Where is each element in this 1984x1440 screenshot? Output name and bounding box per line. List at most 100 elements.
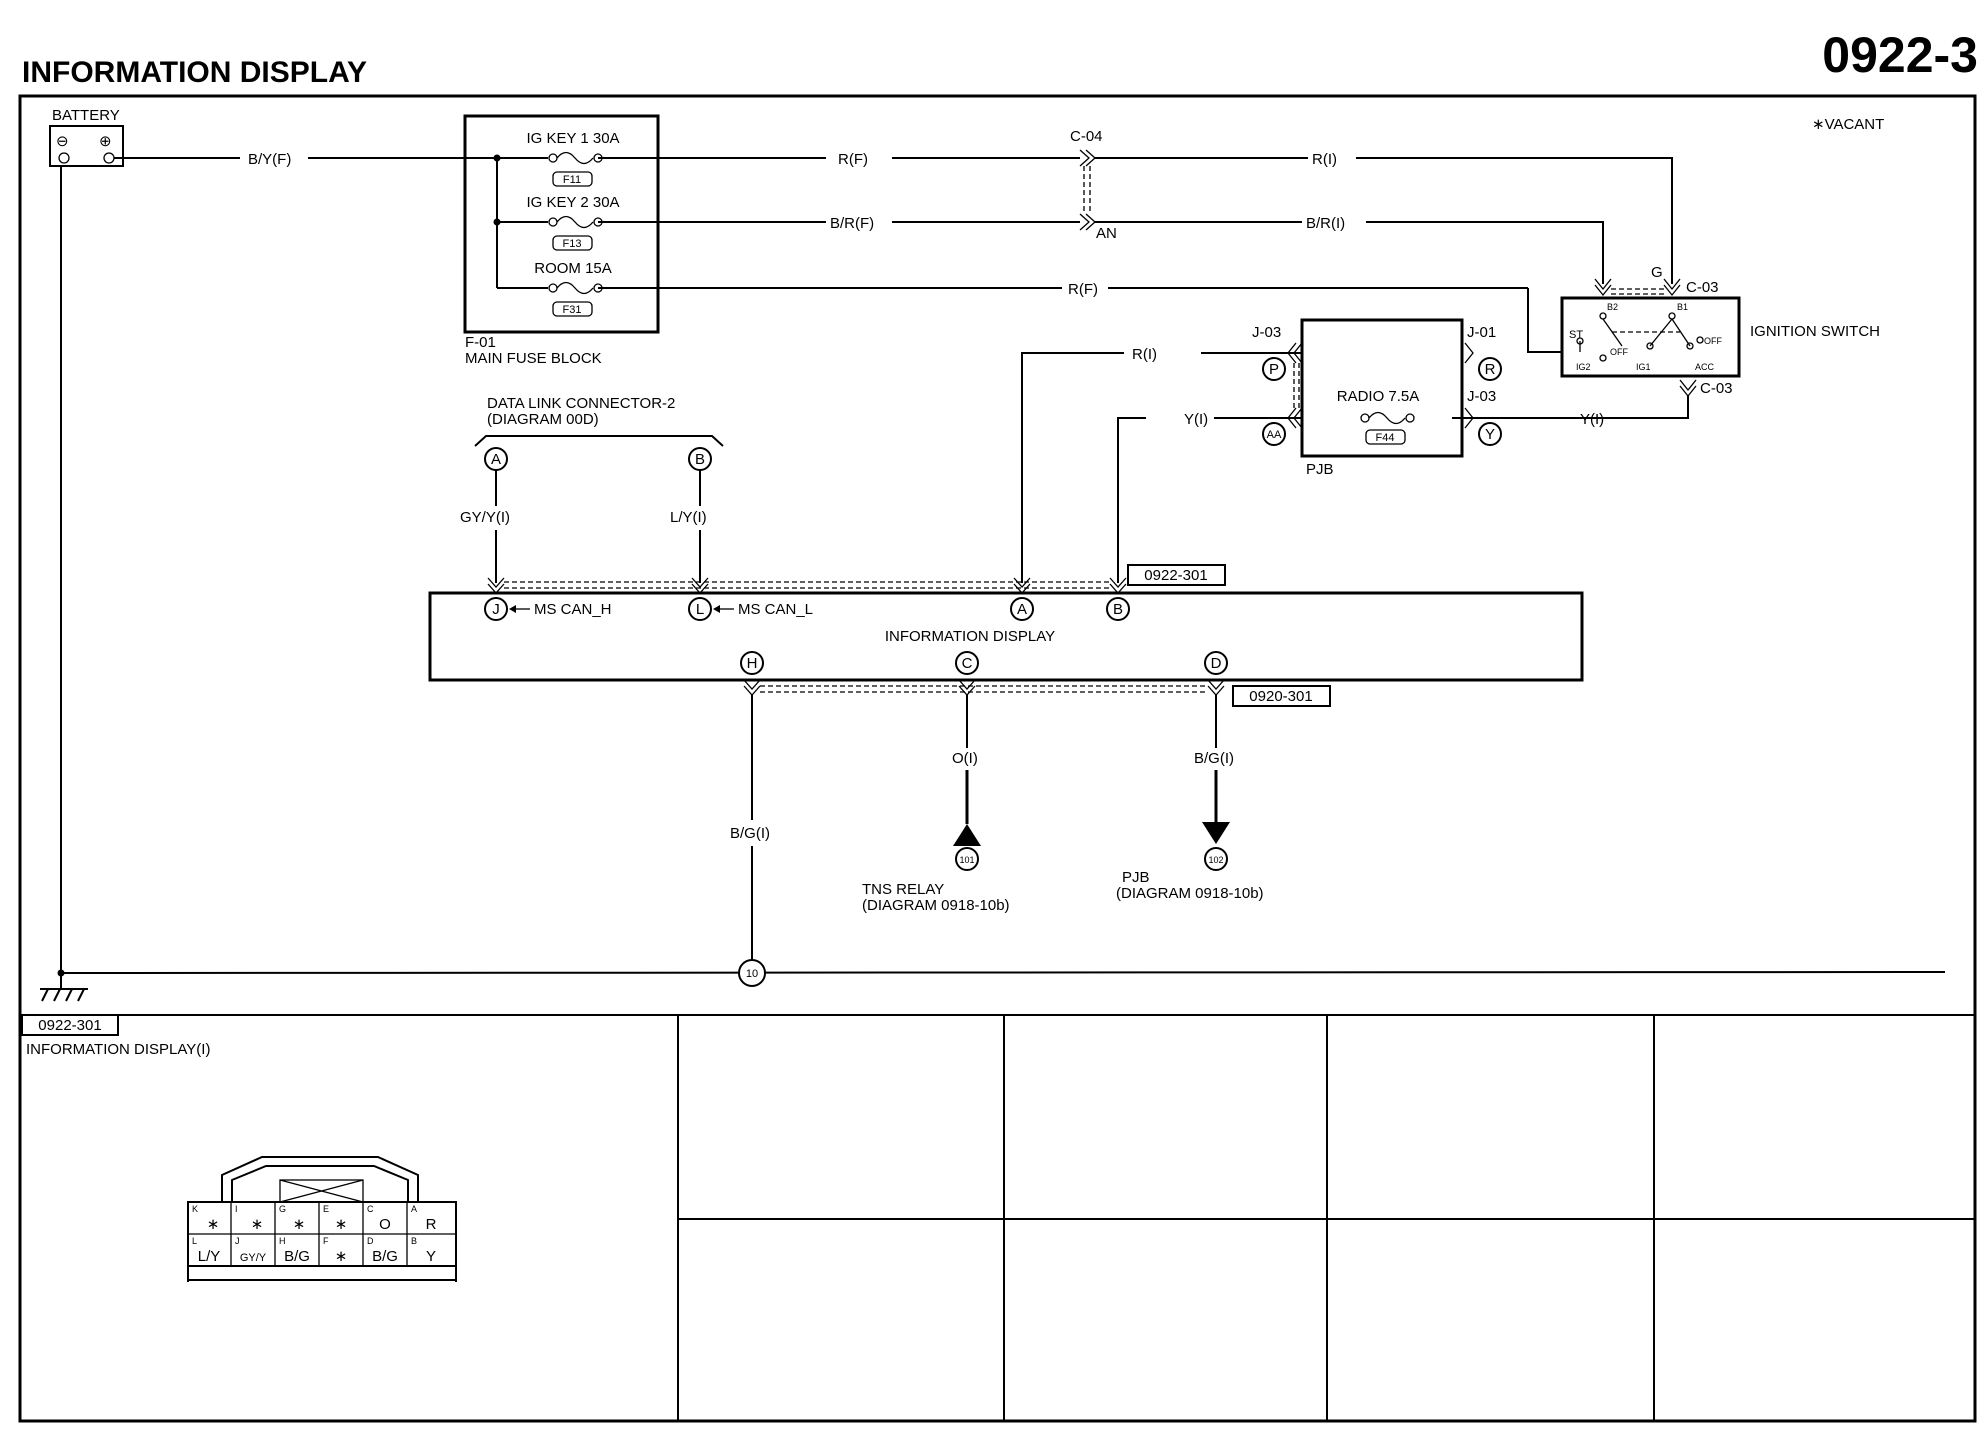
pin-c: C: [367, 1204, 374, 1214]
ignition-b1: B1: [1677, 302, 1688, 312]
battery-negative-icon: ⊖: [56, 133, 69, 150]
wire-label-dlc-b: L/Y(I): [670, 509, 707, 526]
pin-b: B: [411, 1236, 417, 1246]
pin-l: L: [192, 1236, 197, 1246]
wire-label-fuse3-out: R(F): [1068, 281, 1098, 298]
tns-relay-label: TNS RELAY: [862, 881, 944, 898]
fuse-icon: [548, 281, 603, 295]
ignition-acc: ACC: [1695, 362, 1715, 372]
ignition-pin-g: G: [1651, 264, 1663, 281]
wire-label-d: B/G(I): [1194, 750, 1234, 767]
wire-label-fuse2-out: B/R(F): [830, 215, 874, 232]
tns-relay-ref-num: 101: [959, 855, 974, 865]
ignition-connector-top: C-03: [1686, 279, 1719, 296]
battery: BATTERY ⊖ ⊕: [49, 107, 124, 167]
pin-c-value: O: [379, 1216, 391, 1233]
wire-label-battery-out: B/Y(F): [248, 151, 291, 168]
ground-point-num: 10: [746, 968, 758, 980]
connector-c04: C-04 AN: [1070, 128, 1117, 242]
info-pin-h: H: [747, 655, 758, 672]
radio-fuse-label: RADIO 7.5A: [1337, 388, 1420, 405]
pin-f: F: [323, 1236, 329, 1246]
ignition-off-left: OFF: [1610, 347, 1628, 357]
diagram-title: INFORMATION DISPLAY: [22, 56, 367, 89]
fuse-block-code: F-01: [465, 334, 496, 351]
information-display-box: J MS CAN_H L MS CAN_L A B INFORMATION DI…: [428, 591, 1584, 682]
ignition-st: ST: [1569, 329, 1583, 341]
fuse-icon: [548, 151, 603, 165]
info-pin-c: C: [962, 655, 973, 672]
pin-j-value: GY/Y: [240, 1252, 267, 1264]
ignition-off-right: OFF: [1704, 336, 1722, 346]
fuse-id-f11: F11: [563, 174, 581, 186]
wire-label-c: O(I): [952, 750, 978, 767]
fuse-icon: [1360, 411, 1415, 425]
wire-label-radio-y-right: Y(I): [1580, 411, 1604, 428]
connector-c04-label: C-04: [1070, 128, 1103, 145]
battery-label: BATTERY: [52, 107, 120, 124]
connector-0920-301-label: 0920-301: [1249, 688, 1312, 705]
connector-face: K ∗ I ∗ G ∗ E ∗ C O A R L L/Y J GY/Y H B…: [187, 1156, 457, 1282]
battery-positive-icon: ⊕: [99, 133, 112, 150]
dlc-pin-a: A: [491, 451, 501, 468]
pin-l-value: L/Y: [198, 1248, 221, 1265]
pin-d: D: [367, 1236, 374, 1246]
info-pin-a: A: [1017, 601, 1027, 618]
diagram-frame: [18, 94, 1977, 1423]
connector-c04-pin: AN: [1096, 225, 1117, 242]
pjb-j03-top: J-03: [1252, 324, 1281, 341]
pin-j: J: [235, 1236, 240, 1246]
pjb-ref-diagram: (DIAGRAM 0918-10b): [1116, 885, 1264, 902]
pin-e: E: [323, 1204, 329, 1214]
arrow-down-icon: [1202, 822, 1230, 844]
ignition-b2: B2: [1607, 302, 1618, 312]
ignition-switch: G C-03 B2 B1 ST OFF OFF IG2 IG1 ACC IGNI…: [1560, 264, 1880, 398]
pjb-ref-label: PJB: [1122, 869, 1150, 886]
pin-k: K: [192, 1204, 198, 1214]
pin-d-value: B/G: [372, 1248, 398, 1265]
can-l-label: MS CAN_L: [738, 601, 813, 618]
pin-i-value: ∗: [251, 1216, 264, 1233]
fuse-ig-key2-label: IG KEY 2 30A: [526, 194, 619, 211]
dlc-ref: (DIAGRAM 00D): [487, 411, 599, 428]
pin-g: G: [279, 1204, 286, 1214]
fuse-ig-key1-label: IG KEY 1 30A: [526, 130, 619, 147]
pjb-pin-r: R: [1485, 361, 1496, 378]
fuse-room-label: ROOM 15A: [534, 260, 612, 277]
fuse-icon: [548, 215, 603, 229]
ignition-ig2: IG2: [1576, 362, 1591, 372]
wire-label-h: B/G(I): [730, 825, 770, 842]
can-h-label: MS CAN_H: [534, 601, 612, 618]
data-link-connector: DATA LINK CONNECTOR-2 (DIAGRAM 00D) A B: [474, 395, 724, 471]
pin-k-value: ∗: [207, 1216, 220, 1233]
pin-a-value: R: [426, 1216, 437, 1233]
main-fuse-block: IG KEY 1 30A IG KEY 2 30A ROOM 15A F11 F…: [463, 114, 660, 367]
connector-grid: [20, 1014, 1975, 1421]
info-pin-l: L: [696, 601, 704, 618]
pjb-box: J-03 J-01 J-03 RADIO 7.5A F44 P AA R Y P…: [1252, 318, 1502, 478]
ground-icon: [40, 988, 88, 1002]
wire-label-c04-right: R(I): [1312, 151, 1337, 168]
pjb-pin-p: P: [1269, 361, 1279, 378]
page-number: 0922-3: [1822, 27, 1978, 83]
pin-h-value: B/G: [284, 1248, 310, 1265]
information-display-label: INFORMATION DISPLAY: [885, 628, 1055, 645]
wire-label-c04-right2: B/R(I): [1306, 215, 1345, 232]
fuse-block-name: MAIN FUSE BLOCK: [465, 350, 602, 367]
pin-a: A: [411, 1204, 417, 1214]
pjb-j01: J-01: [1467, 324, 1496, 341]
pin-e-value: ∗: [335, 1216, 348, 1233]
wire-label-radio-y-left: Y(I): [1184, 411, 1208, 428]
pjb-label: PJB: [1306, 461, 1334, 478]
pin-h: H: [279, 1236, 286, 1246]
wire-label-dlc-a: GY/Y(I): [460, 509, 510, 526]
dlc-pin-b: B: [695, 451, 705, 468]
tns-relay-ref: (DIAGRAM 0918-10b): [862, 897, 1010, 914]
pjb-pin-aa: AA: [1267, 429, 1282, 441]
connector-view-code: 0922-301: [38, 1017, 101, 1034]
info-pin-b: B: [1113, 601, 1123, 618]
vacant-note: ∗VACANT: [1812, 116, 1884, 133]
info-pin-j: J: [492, 601, 500, 618]
ignition-ig1: IG1: [1636, 362, 1651, 372]
wire-label-fuse1-out: R(F): [838, 151, 868, 168]
